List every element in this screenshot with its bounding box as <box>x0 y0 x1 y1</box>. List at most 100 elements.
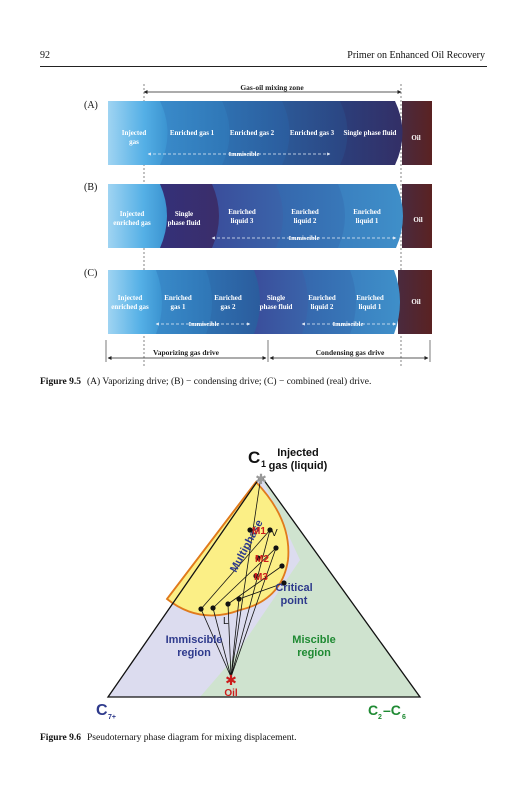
dilution-lines <box>200 475 277 678</box>
immiscible-region-label-l1: Immiscible <box>166 634 223 646</box>
miscible-region-fill <box>200 476 420 697</box>
panel-b-tag: (B) <box>84 182 97 193</box>
panel-b-enriched-liquid-3 <box>208 184 283 248</box>
critical-point-marker <box>281 580 287 586</box>
panel-c-seg1-l2: gas 1 <box>171 303 186 311</box>
vaporizing-drive-label: Vaporizing gas drive <box>153 348 220 357</box>
panel-a-labels: Injected gas Enriched gas 1 Enriched gas… <box>122 129 421 158</box>
panel-b-seg3-l1: Enriched <box>291 208 319 216</box>
panel-b-seg3-l2: liquid 2 <box>294 217 317 225</box>
panel-b-seg1-l2: phase fluid <box>168 219 201 227</box>
ternary-triangle <box>106 474 422 698</box>
vertex-c1-subscript: 1 <box>261 459 266 469</box>
critical-point-label-l2: point <box>281 595 308 607</box>
critical-point-label-l1: Critical <box>275 582 312 594</box>
injected-gas-label-l1: Injected <box>277 447 319 459</box>
liquid-point-2 <box>210 605 216 611</box>
v-label: V <box>271 528 278 539</box>
panel-b-seg5-l1: Oil <box>413 216 422 224</box>
panel-b-enriched-liquid-2 <box>272 184 345 248</box>
figure-9-6-caption-label: Figure 9.6 <box>40 733 81 743</box>
panel-c-seg0-l2: enriched gas <box>111 303 149 311</box>
panel-c-seg1-l1: Enriched <box>164 294 192 302</box>
panel-a-enriched-1 <box>156 101 230 165</box>
dilution-line-5 <box>230 529 271 678</box>
panel-a-immiscible-label: Immiscible <box>229 151 260 158</box>
immiscible-region-label-l2: region <box>177 647 211 659</box>
panel-c-seg6-l1: Oil <box>411 298 420 306</box>
panel-c-injected <box>108 270 162 334</box>
dilution-line-c1 <box>230 475 262 678</box>
tie-line-points <box>198 527 287 612</box>
mixing-zone-label: Gas-oil mixing zone <box>240 83 304 92</box>
panel-b-seg2-l2: liquid 3 <box>231 217 254 225</box>
panel-c-seg5-l2: liquid 1 <box>359 303 382 311</box>
tie-line-2 <box>212 547 277 609</box>
panel-c-single-phase <box>250 270 308 334</box>
vapor-point-1 <box>267 527 273 533</box>
m1-point <box>247 527 253 533</box>
panel-a-seg4-l1: Single phase fluid <box>344 129 397 137</box>
injected-gas-star-icon: ✱ <box>255 471 267 487</box>
injected-gas-label-l2: gas (liquid) <box>269 460 328 472</box>
dilution-line-6 <box>230 547 277 678</box>
tie-line-4 <box>238 582 285 600</box>
m2-label: M2 <box>255 554 269 565</box>
miscible-region-label-l2: region <box>297 647 331 659</box>
panel-c-bar <box>108 270 432 334</box>
figure-9-6-caption-text: Pseudoternary phase diagram for mixing d… <box>87 733 297 743</box>
vapor-point-2 <box>273 545 279 551</box>
panel-c-immiscible-right-label: Immiscible <box>333 321 364 328</box>
dilution-line-2 <box>212 607 232 678</box>
panel-c-tag: (C) <box>84 268 97 279</box>
panel-c-enriched-gas-1 <box>152 270 212 334</box>
figure-9-5: Gas-oil mixing zone (A) Injected gas Enr… <box>84 83 432 366</box>
panel-a-seg2-l1: Enriched gas 2 <box>230 129 275 137</box>
panel-b-bar <box>108 184 432 248</box>
panel-c-enriched-liquid-2 <box>298 270 356 334</box>
vapor-point-3 <box>279 563 285 569</box>
vertex-c1-label: C <box>248 448 260 467</box>
dilution-line-4 <box>230 598 240 678</box>
panel-b-oil <box>402 184 432 248</box>
panel-c-seg3-l2: phase fluid <box>260 303 293 311</box>
panel-a-oil <box>402 101 432 165</box>
panel-c-seg3-l1: Single <box>267 294 285 302</box>
vertex-c7-subscript: 7+ <box>108 714 116 721</box>
vertex-c2-label: C <box>368 702 378 718</box>
vertex-c6-subscript: 6 <box>402 714 406 721</box>
panel-c-enriched-gas-2 <box>202 270 260 334</box>
figure-9-6: ✱ ✱ C 1 Injected gas (liquid) Multiphase… <box>96 447 422 721</box>
panel-a-enriched-3 <box>278 101 348 165</box>
miscible-region-label-l1: Miscible <box>292 634 335 646</box>
panel-a-injected <box>108 101 168 165</box>
m2-point <box>255 555 261 561</box>
panel-c-seg0-l1: Injected <box>118 294 143 302</box>
panel-a-bar <box>108 101 432 165</box>
panel-b-injected <box>108 184 167 248</box>
dilution-line-1 <box>200 608 232 678</box>
figure-9-5-caption: Figure 9.5 (A) Vaporizing drive; (B) − co… <box>40 377 371 387</box>
liquid-point-1 <box>198 606 204 612</box>
figure-9-5-caption-text: (A) Vaporizing drive; (B) − condensing d… <box>87 377 372 387</box>
m1-label: M1 <box>252 526 266 537</box>
page-number: 92 <box>40 50 50 61</box>
figure-9-5-caption-label: Figure 9.5 <box>40 377 81 387</box>
condensing-drive-label: Condensing gas drive <box>316 348 385 357</box>
figure-9-6-caption: Figure 9.6 Pseudoternary phase diagram fo… <box>40 733 296 743</box>
panel-a-seg5-l1: Oil <box>411 134 420 142</box>
panel-c-seg5-l1: Enriched <box>356 294 384 302</box>
book-title: Primer on Enhanced Oil Recovery <box>347 50 485 61</box>
multiphase-envelope <box>165 480 290 617</box>
panel-b-immiscible-label: Immiscible <box>289 235 320 242</box>
l-label: L <box>223 616 229 627</box>
panel-b-seg0-l1: Injected <box>120 210 145 218</box>
panel-a-seg0-l2: gas <box>129 138 139 146</box>
panel-a-seg0-l1: Injected <box>122 129 147 137</box>
vertex-c2-subscript: 2 <box>378 714 382 721</box>
panel-b-seg1-l1: Single <box>175 210 193 218</box>
panel-a-seg3-l1: Enriched gas 3 <box>290 129 335 137</box>
panel-c-seg2-l1: Enriched <box>214 294 242 302</box>
oil-label: Oil <box>224 688 238 699</box>
